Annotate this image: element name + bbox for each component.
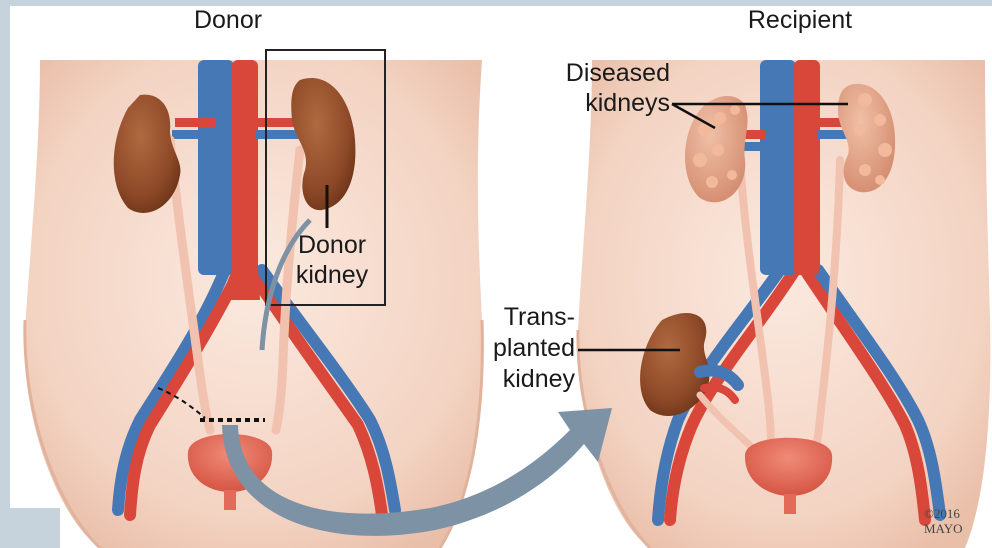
transplanted-kidney-label-line2: planted bbox=[450, 333, 575, 364]
transplanted-kidney-label-line1: Trans- bbox=[450, 302, 575, 333]
copyright-owner: MAYO bbox=[924, 521, 963, 536]
diseased-kidneys-label-line1: Diseased bbox=[510, 58, 670, 88]
donor-title: Donor bbox=[168, 6, 288, 34]
recipient-torso bbox=[578, 60, 991, 548]
recipient-title: Recipient bbox=[720, 6, 880, 34]
donor-kidney-label: Donor kidney bbox=[282, 230, 382, 290]
diseased-kidneys-label-line2: kidneys bbox=[510, 88, 670, 118]
copyright-year: ©2016 bbox=[924, 506, 963, 521]
donor-kidney-label-line1: Donor bbox=[282, 230, 382, 260]
frame-tab bbox=[0, 508, 60, 548]
copyright-notice: ©2016 MAYO bbox=[924, 506, 963, 536]
diseased-kidneys-label: Diseased kidneys bbox=[510, 58, 670, 118]
donor-kidney-label-line2: kidney bbox=[282, 260, 382, 290]
transplanted-kidney-label: Trans- planted kidney bbox=[450, 302, 575, 395]
transplanted-kidney-label-line3: kidney bbox=[450, 364, 575, 395]
